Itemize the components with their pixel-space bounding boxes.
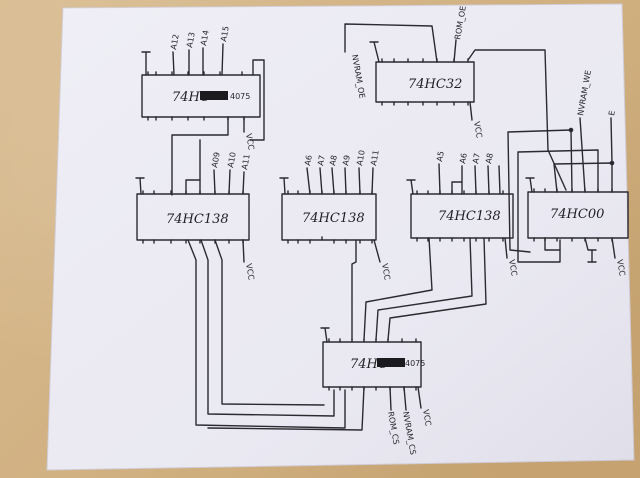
signal-u4-in-4: A10 <box>355 149 367 166</box>
signal-u4-in-5: A11 <box>369 149 381 166</box>
signal-u4-vcc: VCC <box>380 263 392 281</box>
chip-u1 <box>141 43 265 196</box>
signal-u1-in-3: A15 <box>219 25 231 42</box>
signal-u6-vcc: VCC <box>615 259 627 277</box>
signal-u1-in-0: A12 <box>169 33 181 50</box>
signal-u4-in-3: A9 <box>341 154 352 166</box>
signal-u5-in-1: A6 <box>458 152 469 164</box>
signal-u3-in-0: A09 <box>210 151 222 168</box>
signal-u5-vcc: VCC <box>507 259 519 277</box>
signal-u5-in-0: A5 <box>435 150 446 162</box>
signal-u3-vcc: VCC <box>244 263 256 281</box>
signal-u4-in-0: A6 <box>303 154 314 166</box>
chip-u5 <box>363 163 514 341</box>
signal-u3-in-2: A11 <box>240 153 252 170</box>
signal-u5-in-3: A8 <box>484 152 495 164</box>
signal-u5-in-2: A7 <box>471 152 482 164</box>
chip-u3-label: 74HC138 <box>166 212 229 227</box>
chip-u1-suffix: 4075 <box>230 92 250 101</box>
chip-u7-suffix: 4075 <box>405 359 425 368</box>
chip-u3 <box>135 139 346 429</box>
signal-u7-vcc: VCC <box>421 409 433 427</box>
signal-e: E <box>607 110 617 117</box>
signal-u4-in-2: A8 <box>328 154 339 166</box>
chip-u1-redaction <box>200 91 228 100</box>
chip-labels: 74HC 4075 74HC32 74HC138 74HC138 74HC138… <box>166 77 604 372</box>
signal-u3-in-1: A10 <box>226 151 238 168</box>
signal-u2-vcc: VCC <box>472 121 484 139</box>
chip-u5-label: 74HC138 <box>438 209 501 224</box>
signal-u4-in-1: A7 <box>316 154 327 166</box>
chip-u7-redaction <box>377 358 405 367</box>
signal-u1-in-1: A13 <box>185 31 197 48</box>
chip-u7 <box>207 327 422 431</box>
chip-u2-label: 74HC32 <box>408 77 462 92</box>
chip-u4-label: 74HC138 <box>302 211 365 226</box>
chip-u6 <box>507 117 629 263</box>
chip-u6-label: 74HC00 <box>550 207 604 222</box>
signal-u1-vcc: VCC <box>244 133 256 151</box>
signal-u1-in-2: A14 <box>199 29 211 46</box>
chip-u4 <box>279 167 381 341</box>
